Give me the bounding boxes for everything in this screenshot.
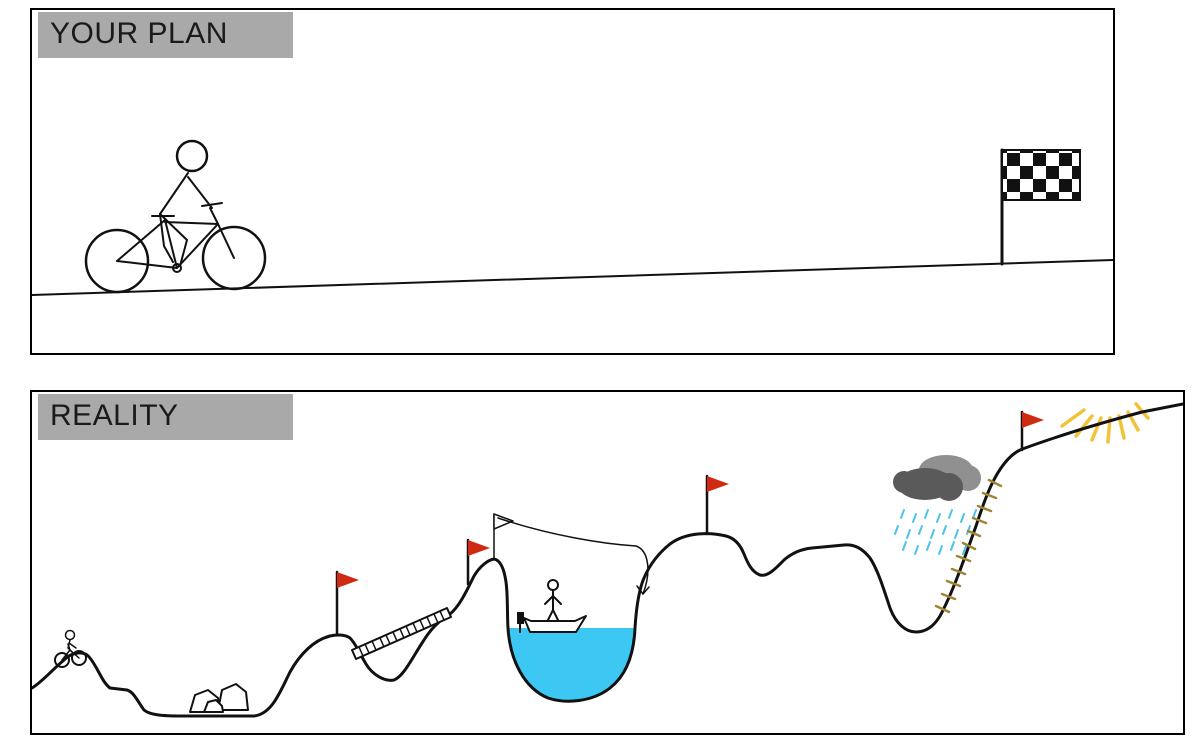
rain-drops xyxy=(894,509,977,555)
incline-ground-line xyxy=(32,259,1113,296)
checkpoint-flag-2 xyxy=(466,538,490,586)
lake xyxy=(508,628,635,702)
plan-panel-title: YOUR PLAN xyxy=(38,12,293,58)
plan-panel: YOUR PLAN xyxy=(30,8,1115,355)
rocks-icon xyxy=(189,683,249,713)
cyclist-icon xyxy=(84,139,267,294)
checkpoint-flag-4 xyxy=(1020,410,1044,452)
rear-wheel xyxy=(84,228,150,294)
rider-arm xyxy=(187,176,213,209)
boat-icon xyxy=(517,579,587,633)
reality-panel-title-text: REALITY xyxy=(50,399,179,432)
finish-flag-icon xyxy=(1000,148,1081,266)
rider-torso xyxy=(159,172,189,215)
bike-frame xyxy=(116,219,235,269)
terrain-line xyxy=(32,402,1183,718)
rain-cloud-icon xyxy=(893,455,981,501)
pedal-crank xyxy=(172,263,182,273)
rider-legs xyxy=(159,213,188,267)
plan-panel-title-text: YOUR PLAN xyxy=(50,17,228,50)
checkpoint-flag-1 xyxy=(335,570,359,636)
checkpoint-flag-3 xyxy=(705,474,729,536)
boat-person-head xyxy=(547,579,559,591)
checkered-flag xyxy=(1001,149,1081,201)
reality-panel: REALITY xyxy=(30,390,1185,735)
sun-icon xyxy=(1060,402,1150,444)
reality-panel-title: REALITY xyxy=(38,394,293,440)
pennant-icon xyxy=(493,513,514,560)
boat-person-body xyxy=(544,589,562,621)
rider-head xyxy=(175,139,209,173)
ladder-bridge-icon xyxy=(351,607,452,660)
small-cyclist-icon xyxy=(54,629,87,668)
hatched-slope xyxy=(934,478,1003,614)
descent-arrow xyxy=(497,517,650,595)
handlebar xyxy=(201,202,223,225)
plan-drawing xyxy=(32,139,1113,296)
front-wheel xyxy=(201,225,267,291)
reality-drawing xyxy=(32,402,1183,718)
